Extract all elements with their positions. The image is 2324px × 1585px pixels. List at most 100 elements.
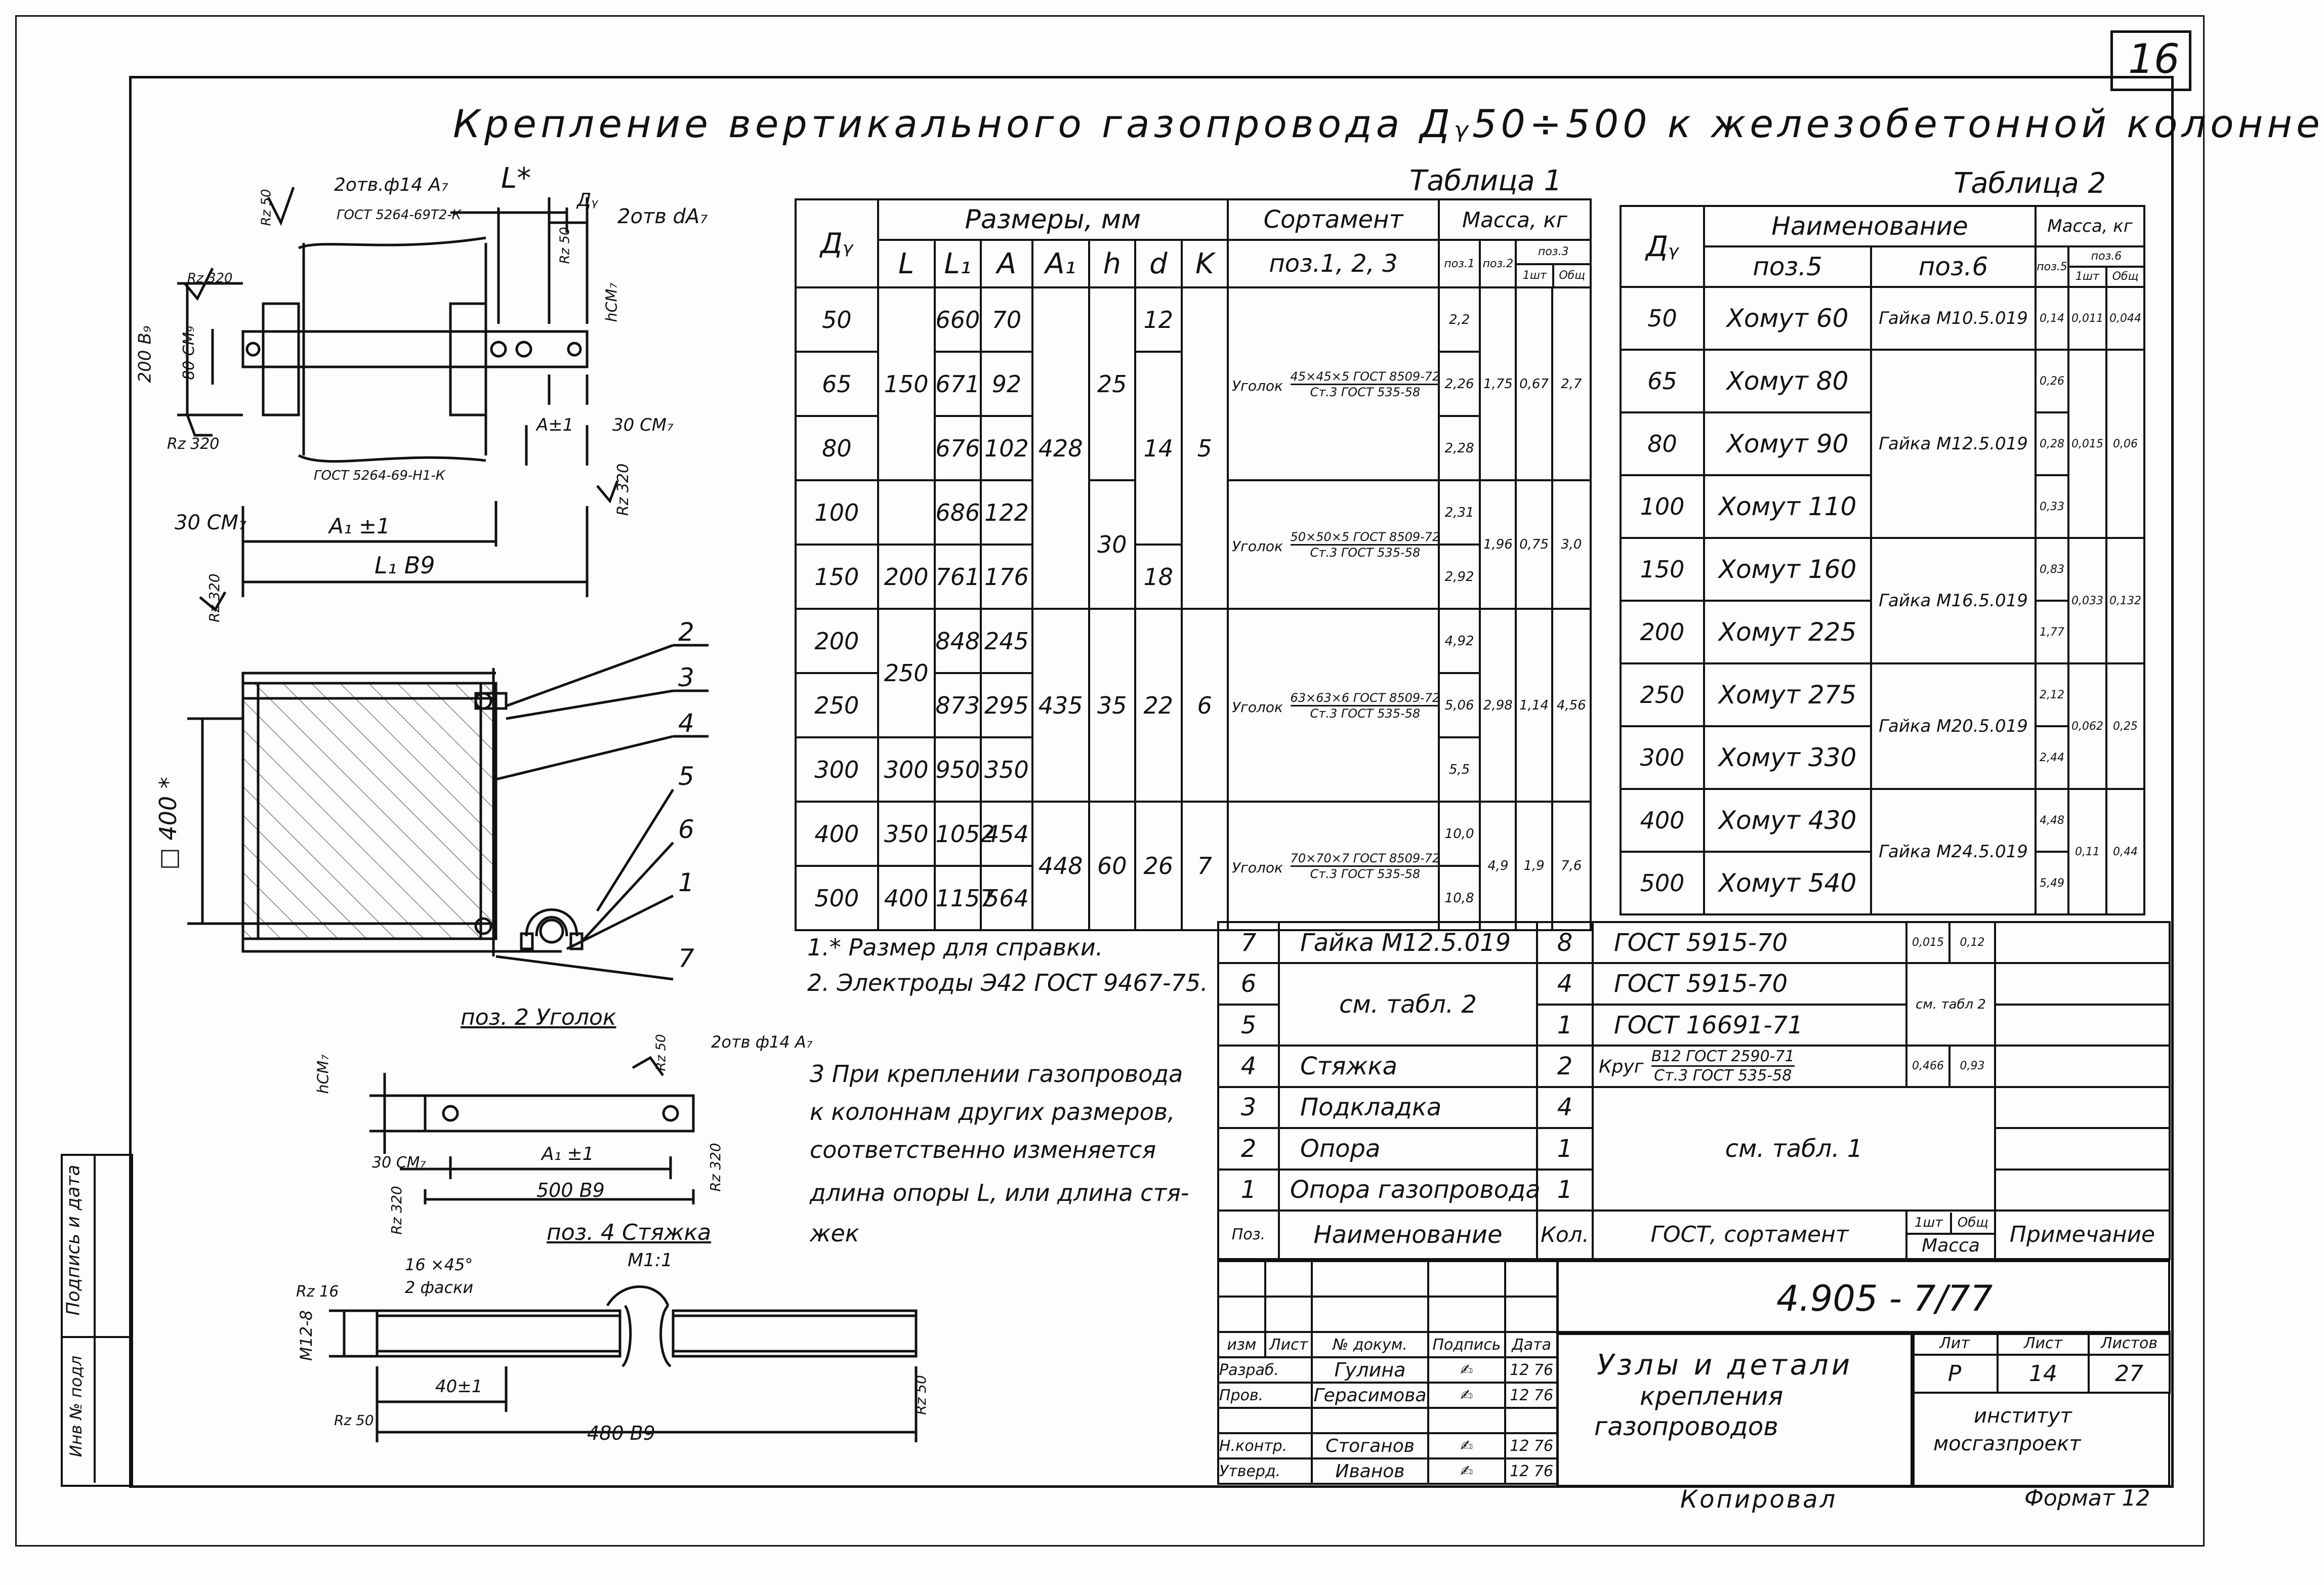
t2-mass-pos5: поз.5 (2035, 245, 2069, 288)
label-rz320-c: Rz 320 (614, 463, 633, 516)
t2-pos5: Хомут 110 (1703, 474, 1872, 539)
tb-desc-3: газопроводов (1594, 1412, 1778, 1441)
drawing-frame (129, 76, 2174, 1488)
note-3b: к колоннам других размеров, (810, 1098, 1175, 1125)
t2-m5: 2,12 (2035, 662, 2069, 727)
t1-m1: 5,06 (1437, 672, 1481, 738)
t1-sort-group1: Уголок 45×45×5 ГОСТ 8509-72 Ст.3 ГОСТ 53… (1227, 286, 1440, 481)
sheet-number: 16 (2128, 35, 2180, 82)
spec-note (1994, 962, 2171, 1006)
t1-L: 150 (877, 286, 936, 481)
label-rz50-pos4a: Rz 50 (334, 1412, 374, 1429)
t2-dy: 300 (1620, 725, 1705, 790)
t1-m1: 2,26 (1437, 351, 1481, 417)
t1-d: 14 (1134, 351, 1183, 546)
spec-name: Опора (1278, 1127, 1538, 1171)
label-dy-top: Дᵧ (577, 190, 598, 211)
t1-col-L: L (877, 239, 936, 288)
spec-mt: 0,93 (1948, 1045, 1996, 1088)
t2-pos5: Хомут 160 (1703, 537, 1872, 602)
tb-role: Утверд. (1217, 1457, 1313, 1485)
t1-L-blank (877, 480, 936, 545)
label-rz320-pos2a: Rz 320 (707, 1143, 724, 1192)
t1-mass-pos1: поз.1 (1437, 239, 1481, 288)
spec-gost: ГОСТ 5915-70 (1592, 921, 1907, 965)
label-rz320-pos2b: Rz 320 (388, 1186, 405, 1235)
callout-6: 6 (678, 815, 694, 844)
tb-date: 12 76 (1504, 1356, 1559, 1384)
t2-m6b: 0,06 (2105, 349, 2145, 539)
table2-caption: Таблица 2 (1954, 167, 2106, 200)
label-gost-bottom: ГОСТ 5264-69-Н1-К (314, 468, 445, 483)
t1-dy: 250 (795, 672, 879, 738)
t2-m5: 0,14 (2035, 286, 2069, 351)
t2-pos5: Хомут 225 (1703, 600, 1872, 664)
t2-m6a: 0,015 (2067, 349, 2107, 539)
t2-pos6: Гайка М16.5.019 (1870, 537, 2037, 664)
label-hcm-pos2: hCM₇ (314, 1054, 333, 1094)
t2-m5: 0,33 (2035, 474, 2069, 539)
t1-d: 12 (1134, 286, 1183, 353)
t2-dy: 65 (1620, 349, 1705, 413)
spec-note (1994, 1127, 2171, 1171)
t2-m5: 0,26 (2035, 349, 2069, 413)
spec-pos: 4 (1217, 1045, 1280, 1088)
label-rz50-pos4b: Rz 50 (912, 1375, 929, 1415)
t1-d: 26 (1134, 801, 1183, 931)
t1-col-K: K (1180, 239, 1229, 288)
t2-pos5: Хомут 60 (1703, 286, 1872, 351)
t1-mtot: 4,56 (1551, 608, 1592, 803)
t2-pos5: Хомут 540 (1703, 851, 1872, 915)
spec-pos: 1 (1217, 1168, 1280, 1212)
note-2: 2. Электроды Э42 ГОСТ 9467-75. (807, 969, 1208, 996)
t1-L1: 1052 (933, 801, 995, 867)
t2-m6b: 0,044 (2105, 286, 2145, 351)
label-A1-pos2: А₁ ±1 (542, 1144, 594, 1164)
t1-col-L1: L₁ (933, 239, 982, 288)
t2-dy: 400 (1620, 788, 1705, 853)
drawing-layer (177, 187, 918, 1442)
label-hcm: hCM₇ (603, 282, 621, 322)
spec-pos: 3 (1217, 1086, 1280, 1130)
spec-gost-ref: см. табл. 1 (1592, 1086, 1996, 1212)
tb-org-box (1911, 1392, 2170, 1487)
t2-m5: 0,83 (2035, 537, 2069, 602)
spec-name: Стяжка (1278, 1045, 1538, 1088)
t1-mtot: 3,0 (1551, 479, 1592, 610)
tb-name: Герасимова (1311, 1382, 1429, 1409)
tb-role: Н.контр. (1217, 1432, 1313, 1459)
tb-org-1: институт (1974, 1404, 2072, 1428)
spec-qty: 1 (1536, 1003, 1594, 1047)
t2-m6a: 0,033 (2067, 537, 2107, 664)
spec-name: см. табл. 2 (1278, 962, 1538, 1047)
note-3c: соответственно изменяется (810, 1136, 1156, 1163)
t1-col-d: d (1134, 239, 1183, 288)
spec-mass: см. табл 2 (1905, 962, 1996, 1047)
t1-m3: 1,9 (1515, 801, 1553, 931)
tb-date: 12 76 (1504, 1432, 1559, 1459)
tb-sheets: 27 (2088, 1354, 2171, 1394)
t2-head-mass: Масса, кг (2035, 205, 2145, 247)
label-rz320-d: Rz 320 (205, 573, 223, 622)
tb-desc-box (1556, 1331, 1915, 1487)
t1-sort-group2: Уголок 50×50×5 ГОСТ 8509-72 Ст.3 ГОСТ 53… (1227, 479, 1440, 610)
tb-lit: Р (1911, 1354, 1999, 1394)
spec-pos: 5 (1217, 1003, 1280, 1047)
t1-m1: 2,28 (1437, 415, 1481, 481)
t2-dy: 80 (1620, 411, 1705, 476)
t1-m3: 1,14 (1515, 608, 1553, 803)
spec-qty: 1 (1536, 1168, 1594, 1212)
t1-dy: 65 (795, 351, 879, 417)
t1-m1: 10,0 (1437, 801, 1481, 867)
spec-note (1994, 1168, 2171, 1212)
t2-m5: 4,48 (2035, 788, 2069, 853)
t1-d: 22 (1134, 608, 1183, 803)
t1-L: 250 (877, 608, 936, 738)
t1-dy: 400 (795, 801, 879, 867)
t1-A: 92 (980, 351, 1033, 417)
note-1: 1.* Размер для справки. (807, 934, 1103, 961)
t1-A1: 435 (1031, 608, 1090, 803)
label-200b9: 200 В₉ (135, 325, 155, 383)
title-block-left: изм Лист № докум. Подпись Дата Разраб. Г… (1217, 1260, 1559, 1485)
t1-head-sort: Сортамент (1227, 198, 1440, 241)
